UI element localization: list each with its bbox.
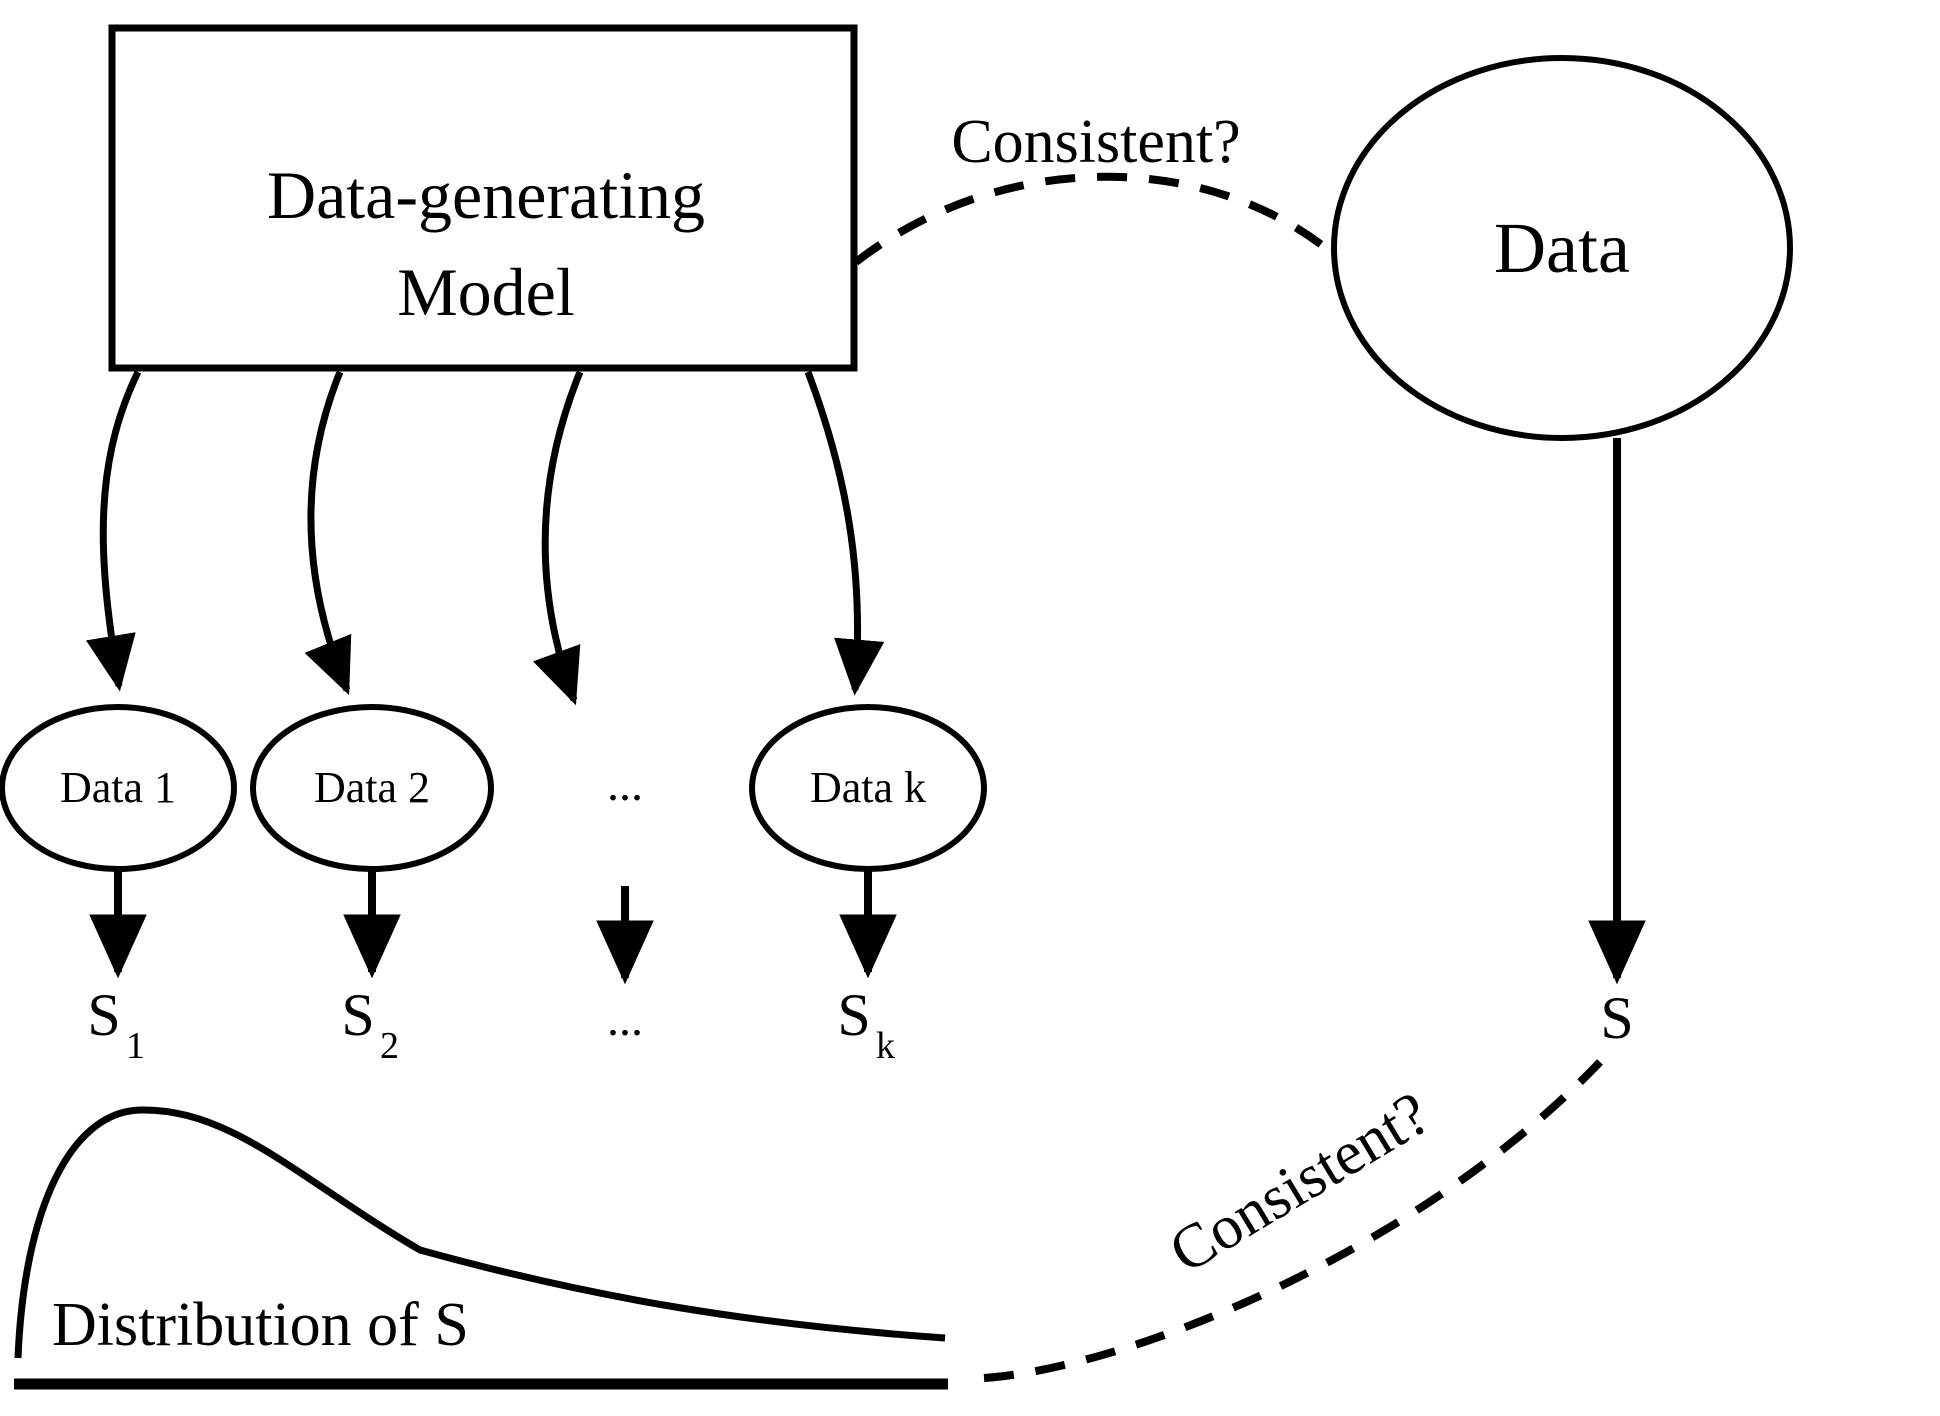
model-box-label-line1: Data-generating xyxy=(267,157,705,233)
statistic-k-subscript: k xyxy=(876,1025,895,1067)
consistent-label-bottom: Consistent? xyxy=(1158,1079,1441,1286)
model-to-datak-arrow xyxy=(804,370,885,696)
replicate-node-ellipsis-label: ... xyxy=(607,758,643,811)
consistent-label-top: Consistent? xyxy=(951,108,1240,176)
model-to-data2-arrow xyxy=(304,370,352,696)
observed-data-label: Data xyxy=(1494,208,1630,288)
consistent-bottom-connector xyxy=(983,1059,1603,1382)
observed-data-node[interactable] xyxy=(1331,55,1793,441)
replicate-node-2-label: Data 2 xyxy=(314,763,430,812)
statistic-ellipsis: ... xyxy=(607,993,643,1046)
statistic-1-base: S xyxy=(87,982,120,1048)
statistic-1-subscript: 1 xyxy=(126,1025,145,1067)
model-box-label-line2: Model xyxy=(397,254,575,330)
replicate-node-1-label: Data 1 xyxy=(60,763,176,812)
statistic-2-base: S xyxy=(341,982,374,1048)
distribution-label: Distribution of S xyxy=(52,1291,469,1359)
model-box[interactable] xyxy=(108,24,858,372)
observed-statistic-label: S xyxy=(1600,985,1633,1051)
consistent-top-connector xyxy=(853,172,1341,266)
replicate-node-k-label: Data k xyxy=(810,763,926,812)
statistic-k-base: S xyxy=(837,982,870,1048)
distribution-curve xyxy=(14,1106,946,1359)
model-to-dots-arrow xyxy=(533,370,584,706)
model-to-data1-arrow xyxy=(85,370,142,692)
statistic-2-subscript: 2 xyxy=(380,1025,399,1067)
